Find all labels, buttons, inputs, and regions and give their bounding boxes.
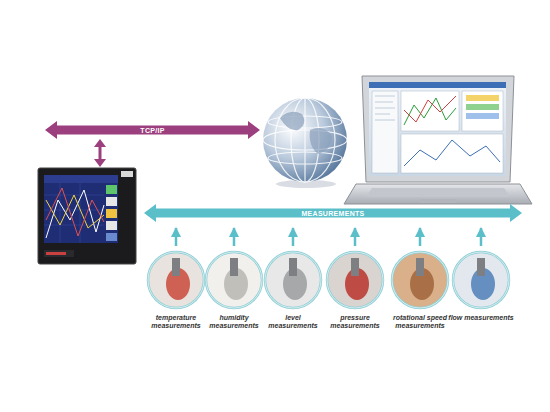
up-arrow: [354, 228, 357, 246]
photo-frame: [265, 252, 321, 308]
photo-circle: [448, 250, 514, 312]
photo-circle: [322, 250, 388, 312]
photo-frame: [206, 252, 262, 308]
globe-symbol: [263, 98, 347, 188]
photo-circle: [260, 250, 326, 312]
photo-frame: [453, 252, 509, 308]
photo-frame: [148, 252, 204, 308]
sensor-label: rotational speed measurements: [387, 314, 453, 330]
sensor-image: [351, 258, 359, 276]
double-arrow: [45, 121, 260, 139]
recorder-device: [38, 168, 136, 264]
photo-frame: [206, 252, 262, 308]
sensor-label: flow measurements: [448, 314, 514, 322]
up-arrow: [480, 228, 483, 246]
photo-frame: [392, 252, 448, 308]
sensor-label: pressure measurements: [322, 314, 388, 330]
sensor-image: [230, 258, 238, 276]
arrow-band: TCP/IP: [45, 121, 260, 139]
sensor-image: [477, 258, 485, 276]
sensor-label: temperature measurements: [143, 314, 209, 330]
sensor-label: humidity measurements: [201, 314, 267, 330]
band-label: MEASUREMENTS: [144, 204, 522, 222]
band-label: TCP/IP: [45, 121, 260, 139]
sensor-image: [289, 258, 297, 276]
up-arrow: [292, 228, 295, 246]
sensor-circle: flow measurements: [448, 250, 514, 336]
photo-frame: [327, 252, 383, 308]
arrow-band: MEASUREMENTS: [144, 204, 522, 222]
photo-circle: [143, 250, 209, 312]
sensor-label: level measurements: [260, 314, 326, 330]
photo-frame: [392, 252, 448, 308]
sensor-circle: rotational speed measurements: [387, 250, 453, 336]
photo-circle: [201, 250, 267, 312]
sensor-circle: temperature measurements: [143, 250, 209, 336]
laptop-computer: [344, 76, 532, 204]
up-arrow: [233, 228, 236, 246]
sensor-circle: pressure measurements: [322, 250, 388, 336]
up-arrow: [419, 228, 422, 246]
double-arrow: [144, 204, 522, 222]
photo-frame: [148, 252, 204, 308]
sensor-image: [172, 258, 180, 276]
link-arrow: [94, 139, 106, 167]
sensor-circle: humidity measurements: [201, 250, 267, 336]
sensor-image: [416, 258, 424, 276]
up-arrow: [175, 228, 178, 246]
photo-frame: [453, 252, 509, 308]
sensor-circle: level measurements: [260, 250, 326, 336]
photo-circle: [387, 250, 453, 312]
photo-frame: [327, 252, 383, 308]
photo-frame: [265, 252, 321, 308]
